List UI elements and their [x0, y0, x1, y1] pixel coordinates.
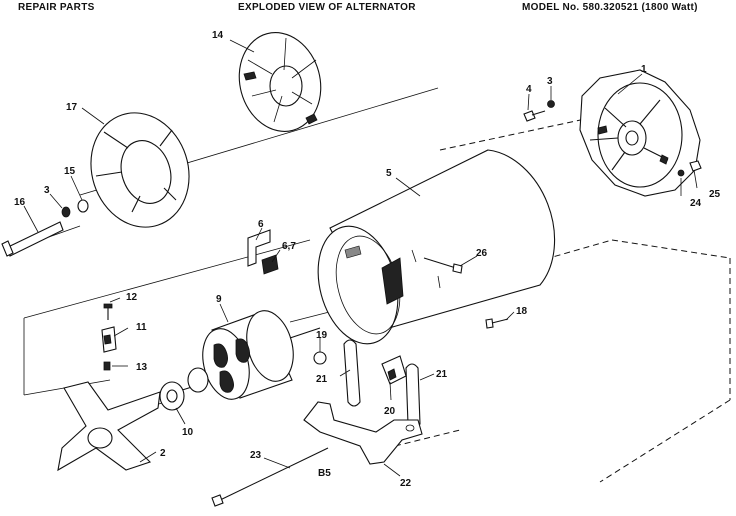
part-labels: 1 3 4 5 25 24 26 18 6 6,7 9 12 11 13 14 …: [14, 30, 721, 489]
end-bell-housing: [579, 69, 701, 197]
label-part-20: 20: [384, 406, 396, 417]
brush-bracket: [247, 229, 279, 275]
label-part-16: 16: [14, 197, 26, 208]
stator-cylinder: [317, 149, 556, 345]
through-bolt: [1, 199, 89, 257]
label-b5: B5: [318, 468, 331, 479]
label-part-23: 23: [250, 450, 262, 461]
label-part-6-7: 6,7: [282, 241, 296, 252]
isolator-straps: [343, 339, 421, 429]
label-part-2: 2: [160, 448, 166, 459]
label-part-21-left: 21: [316, 374, 328, 385]
label-part-17: 17: [66, 102, 78, 113]
header-repair-parts: REPAIR PARTS: [18, 2, 95, 13]
cooling-fan: [238, 32, 322, 132]
header-diagram-title: EXPLODED VIEW OF ALTERNATOR: [238, 2, 416, 13]
label-part-15: 15: [64, 166, 76, 177]
screw-26: [423, 257, 463, 274]
clip-20: [381, 355, 407, 385]
label-part-10: 10: [182, 427, 194, 438]
label-part-13: 13: [136, 362, 148, 373]
label-part-26: 26: [476, 248, 488, 259]
end-mount-spider: [57, 381, 161, 472]
screw-18: [485, 318, 509, 329]
label-part-12: 12: [126, 292, 138, 303]
long-bolt-23: [211, 447, 329, 507]
mounting-bracket: [303, 401, 423, 465]
label-part-14: 14: [212, 30, 224, 41]
header-model-number: MODEL No. 580.320521 (1800 Watt): [522, 2, 698, 13]
nut-19: [313, 351, 327, 365]
label-part-11: 11: [136, 322, 147, 333]
label-part-19: 19: [316, 330, 328, 341]
label-part-9: 9: [216, 294, 222, 305]
label-part-6: 6: [258, 219, 264, 230]
label-part-5: 5: [386, 168, 392, 179]
label-part-24: 24: [690, 198, 702, 209]
label-part-1: 1: [641, 64, 647, 75]
bearing: [159, 381, 185, 411]
label-part-22: 22: [400, 478, 412, 489]
label-part-3-right: 3: [547, 76, 553, 87]
fan-shroud: [90, 112, 190, 228]
bolt-and-washer-upper: [523, 100, 555, 122]
label-part-18: 18: [516, 306, 528, 317]
brush-parts: [101, 303, 117, 371]
label-part-3-left: 3: [44, 185, 50, 196]
label-part-25: 25: [709, 189, 721, 200]
nut-and-washer-right: [677, 160, 702, 177]
label-part-21-right: 21: [436, 369, 448, 380]
rotor-assembly: [149, 310, 321, 401]
label-part-4: 4: [526, 84, 532, 95]
leader-lines: [23, 39, 698, 477]
